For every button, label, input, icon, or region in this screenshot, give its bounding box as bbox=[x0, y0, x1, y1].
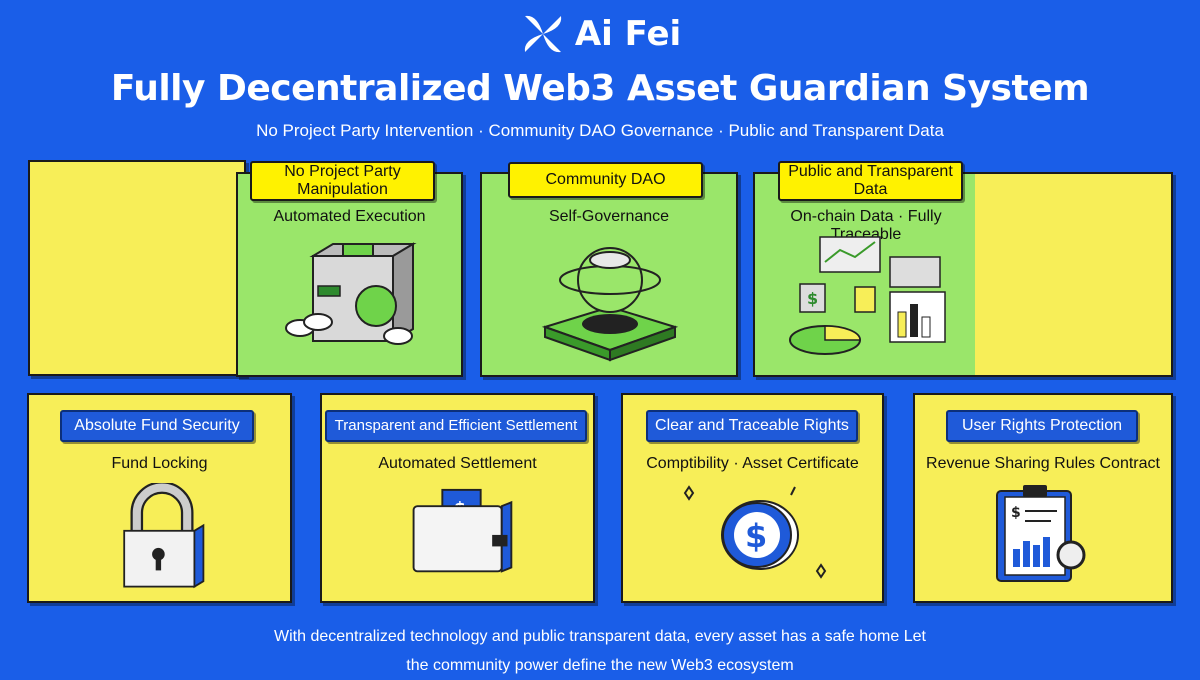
card-caption: Fund Locking bbox=[111, 455, 208, 472]
card-caption: Revenue Sharing Rules Contract bbox=[926, 455, 1160, 472]
dollar-coin-icon: $ bbox=[683, 485, 827, 579]
card-caption: Automated Execution bbox=[273, 208, 426, 225]
globe-pedestal-icon bbox=[541, 247, 679, 362]
badge-community-dao: Community DAO bbox=[508, 162, 703, 198]
vault-machine-icon bbox=[285, 242, 417, 345]
footer-line-1: With decentralized technology and public… bbox=[274, 628, 926, 645]
card-no-manipulation: Automated Execution bbox=[236, 172, 463, 377]
footer-tagline: With decentralized technology and public… bbox=[0, 622, 1200, 680]
card-community-dao: Self-Governance bbox=[480, 172, 738, 377]
card-caption: Comptibility · Asset Certificate bbox=[646, 455, 859, 472]
card-public-data: On-chain Data · Fully Traceable $ bbox=[753, 172, 1173, 377]
svg-text:$: $ bbox=[807, 289, 818, 308]
svg-text:$: $ bbox=[745, 517, 767, 555]
page-subtitle: No Project Party Intervention · Communit… bbox=[256, 121, 944, 140]
badge-user-rights: User Rights Protection bbox=[946, 410, 1138, 442]
data-dashboard-icon: $ bbox=[789, 236, 946, 355]
padlock-icon bbox=[123, 483, 205, 589]
card-caption: Self-Governance bbox=[548, 208, 670, 225]
contract-clipboard-icon: $ bbox=[996, 485, 1086, 582]
svg-text:$: $ bbox=[1011, 505, 1021, 521]
pinwheel-logo-icon bbox=[524, 15, 561, 53]
card-caption: Automated Settlement bbox=[378, 455, 537, 472]
badge-public-data: Public and Transparent Data bbox=[778, 161, 963, 201]
badge-traceable-rights: Clear and Traceable Rights bbox=[646, 410, 858, 442]
badge-no-manipulation: No Project Party Manipulation bbox=[250, 161, 435, 201]
brand-logo: Ai Fei bbox=[0, 10, 1200, 58]
badge-fund-security: Absolute Fund Security bbox=[60, 410, 254, 442]
badge-settlement: Transparent and Efficient Settlement bbox=[325, 410, 587, 442]
page-title: Fully Decentralized Web3 Asset Guardian … bbox=[110, 68, 1090, 109]
brand-name: Ai Fei bbox=[574, 14, 682, 54]
left-filler-card bbox=[28, 160, 246, 376]
footer-line-2: the community power define the new Web3 … bbox=[406, 657, 794, 674]
wallet-icon: $ bbox=[412, 488, 513, 573]
